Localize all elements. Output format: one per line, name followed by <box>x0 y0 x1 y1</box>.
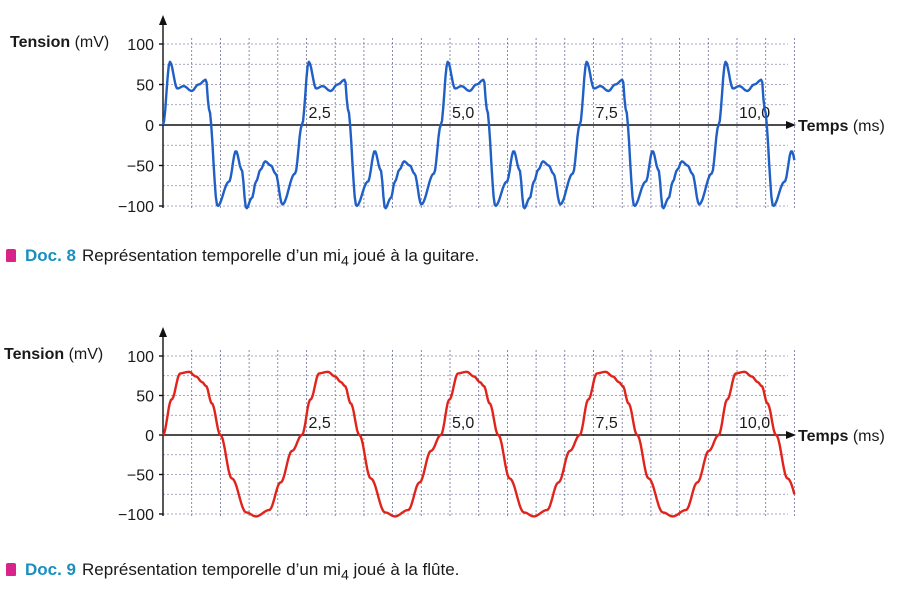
caption-label: Doc. 9 <box>25 560 77 579</box>
caption-text-end: joué à la flûte. <box>348 560 460 579</box>
x-axis-arrow <box>786 431 796 439</box>
y-axis-title: Tension (mV) <box>10 34 109 51</box>
guitar-waveform-line <box>161 60 796 210</box>
x-tick-label: 7,5 <box>596 105 618 122</box>
y-tick-label: −100 <box>118 507 154 524</box>
caption-doc9: Doc. 9 Représentation temporelle d’un mi4… <box>6 560 459 583</box>
y-tick-label: 0 <box>145 428 154 445</box>
x-tick-label: 5,0 <box>452 415 474 432</box>
y-tick-label: −50 <box>127 159 154 176</box>
x-axis-title: Temps (ms) <box>798 118 885 135</box>
y-tick-label: 100 <box>127 37 154 54</box>
x-tick-label: 7,5 <box>596 415 618 432</box>
x-tick-label: 2,5 <box>309 415 331 432</box>
y-tick-label: 50 <box>136 78 154 95</box>
x-tick-label: 5,0 <box>452 105 474 122</box>
y-tick-label: 0 <box>145 118 154 135</box>
y-axis-arrow <box>159 327 167 337</box>
caption-doc8: Doc. 8 Représentation temporelle d’un mi4… <box>6 246 479 269</box>
caption-subscript: 4 <box>340 253 349 270</box>
caption-text: Représentation temporelle d’un mi <box>82 246 341 265</box>
caption-label: Doc. 8 <box>25 246 77 265</box>
x-tick-label: 10,0 <box>739 105 770 122</box>
y-axis-arrow <box>159 15 167 25</box>
y-tick-label: 100 <box>127 349 154 366</box>
y-tick-label: 50 <box>136 389 154 406</box>
x-tick-label: 2,5 <box>309 105 331 122</box>
y-tick-label: −50 <box>127 468 154 485</box>
y-axis-title: Tension (mV) <box>4 346 103 363</box>
x-axis-title: Temps (ms) <box>798 428 885 445</box>
flute-waveform-line <box>162 370 796 518</box>
caption-text-end: joué à la guitare. <box>348 246 480 265</box>
y-tick-label: −100 <box>118 199 154 216</box>
x-axis-arrow <box>786 121 796 129</box>
caption-text: Représentation temporelle d’un mi <box>82 560 341 579</box>
document-icon <box>6 249 16 262</box>
document-icon <box>6 563 16 576</box>
x-tick-label: 10,0 <box>739 415 770 432</box>
caption-subscript: 4 <box>340 567 349 584</box>
